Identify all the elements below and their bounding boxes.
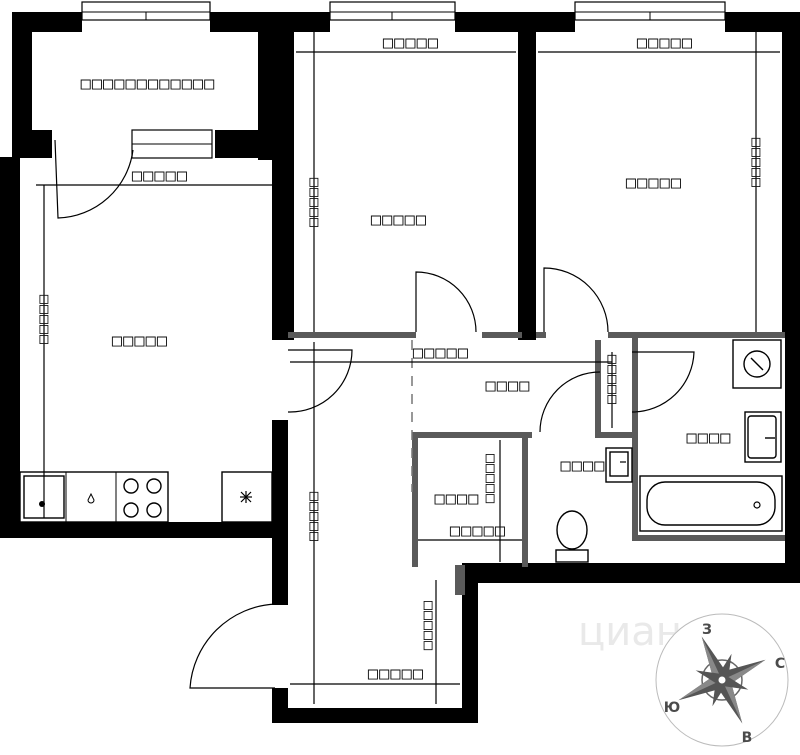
dim-kitchen-height: □□□□□ <box>36 295 54 345</box>
dimension-lines <box>36 32 780 704</box>
dim-bedroom-right-height: □□□□□ <box>748 138 766 188</box>
compass-west: Ю <box>664 700 680 716</box>
dim-entry-height: □□□□□ <box>418 600 436 650</box>
room-label-corridor: □□□□ <box>486 376 531 396</box>
small-sink <box>605 447 633 483</box>
dimension-labels: □□□□□ □□□□□ □□□□□ □□□□□ □□□□□ □□□□□ □□□□… <box>36 33 766 684</box>
room-label-bathroom: □□□□ <box>687 428 732 448</box>
washing-machine <box>732 339 782 389</box>
room-label-toilet: □□□□ <box>561 456 606 476</box>
stove <box>123 478 162 518</box>
sink <box>744 411 782 463</box>
bathtub <box>639 475 783 532</box>
room-label-bedroom-mid: □□□□□ <box>371 210 427 230</box>
room-label-kitchen-living: □□□□□ <box>112 331 168 351</box>
room-label-bedroom-right: □□□□□ <box>626 173 682 193</box>
doors <box>54 139 695 689</box>
fixtures <box>19 339 783 563</box>
dim-bedroom-right-width: □□□□□ <box>637 33 693 53</box>
kitchen-counter <box>19 471 273 523</box>
interior-walls <box>288 332 785 595</box>
compass-south: В <box>742 730 753 746</box>
dim-storage-height: □□□□□ <box>480 453 498 503</box>
compass-east: С <box>775 656 785 672</box>
dim-toilet-height: □□□□□ <box>604 355 622 405</box>
faucet-icon <box>87 492 95 504</box>
dim-storage-width: □□□□□ <box>450 521 506 541</box>
dim-kitchen-width: □□□□□ <box>132 166 188 186</box>
dim-hall-width: □□□□□ <box>368 664 424 684</box>
compass-north: З <box>702 622 712 638</box>
fan-icon <box>240 491 252 503</box>
compass-rose: З С В Ю <box>655 613 789 747</box>
room-label-storage: □□□□ <box>435 489 480 509</box>
compass-star-icon <box>678 636 766 724</box>
dim-bedroom-mid-width: □□□□□ <box>383 33 439 53</box>
toilet <box>555 510 589 563</box>
dim-bedroom-mid-height: □□□□□ <box>306 178 324 228</box>
exterior-walls <box>0 12 800 723</box>
windows <box>81 1 726 159</box>
dim-corridor-width: □□□□□ <box>413 343 469 363</box>
room-label-loggia: □□□□□□□□□□□□ <box>81 74 216 94</box>
room-labels: □□□□□□□□□□□□ □□□□□ □□□□□ □□□□□ □□□□ □□□□… <box>81 74 732 509</box>
dim-hall-height: □□□□□ <box>306 492 324 542</box>
